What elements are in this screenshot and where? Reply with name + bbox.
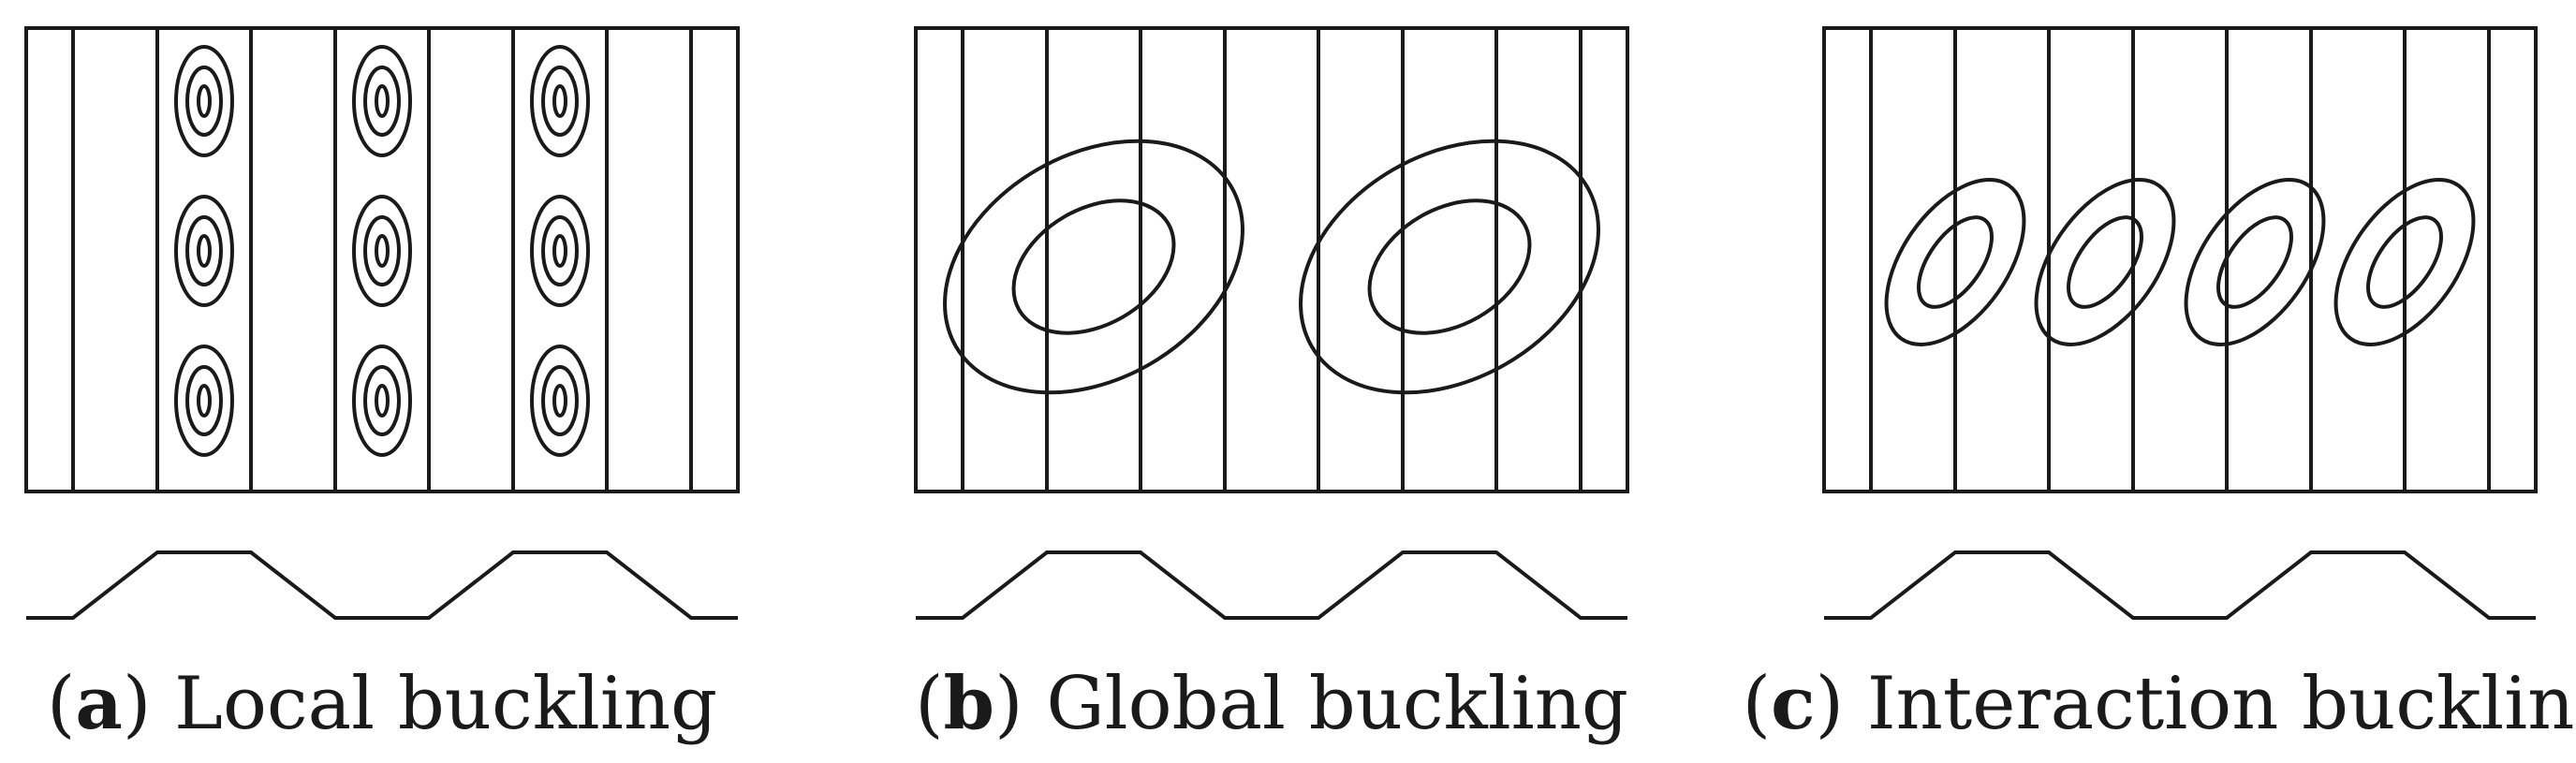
panel-b-caption: (b) Global buckling bbox=[915, 661, 1628, 746]
panel-c-buckle-contours bbox=[1884, 178, 2476, 346]
panel-b-frame bbox=[914, 26, 1629, 493]
panel-c-corrugation-profile bbox=[1824, 550, 2536, 620]
panel-b-rib-lines bbox=[961, 28, 1582, 492]
panel-a-frame bbox=[24, 26, 740, 493]
panel-a-label: Local buckling bbox=[174, 662, 717, 746]
panel-c-caption: (c) Interaction buckling bbox=[1743, 661, 2576, 746]
panel-c-letter: c bbox=[1771, 661, 1816, 746]
panel-a bbox=[24, 26, 740, 620]
panel-a-letter: a bbox=[75, 661, 123, 746]
panel-a-buckle-contours bbox=[174, 45, 590, 457]
panel-b-label: Global buckling bbox=[1046, 662, 1628, 746]
panel-a-rib-lines bbox=[71, 28, 693, 492]
panel-c-rib-lines bbox=[1869, 28, 2491, 492]
panel-a-caption: (a) Local buckling bbox=[47, 661, 717, 746]
panel-b bbox=[914, 26, 1629, 620]
panel-b-corrugation-profile bbox=[916, 550, 1627, 620]
panel-c-frame bbox=[1822, 26, 2538, 493]
panel-a-corrugation-profile bbox=[26, 550, 738, 620]
panel-b-letter: b bbox=[944, 661, 995, 746]
panel-c-label: Interaction buckling bbox=[1867, 662, 2576, 746]
panel-b-buckle-contours bbox=[943, 139, 1600, 395]
panel-c bbox=[1822, 26, 2538, 620]
